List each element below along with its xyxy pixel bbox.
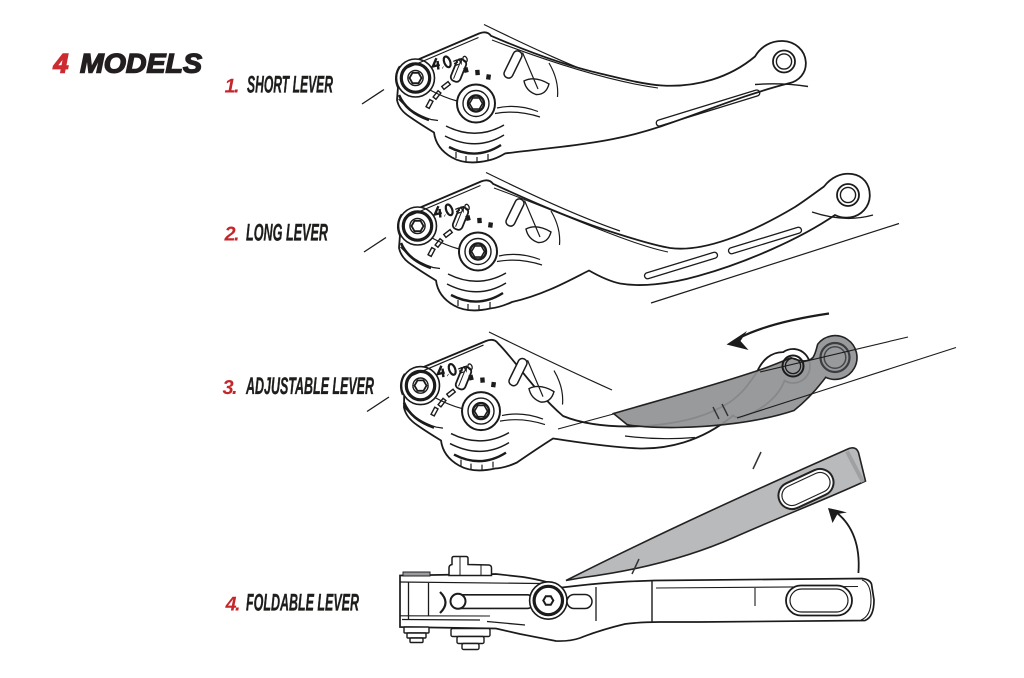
svg-text:2.: 2. — [224, 224, 240, 246]
svg-text:FOLDABLE LEVER: FOLDABLE LEVER — [246, 590, 359, 617]
svg-text:1.: 1. — [225, 76, 240, 98]
svg-text:MODELS: MODELS — [80, 49, 202, 79]
svg-text:4.: 4. — [225, 594, 241, 616]
svg-text:4: 4 — [53, 49, 69, 79]
svg-text:ADJUSTABLE LEVER: ADJUSTABLE LEVER — [245, 373, 374, 400]
svg-text:LONG LEVER: LONG LEVER — [246, 220, 328, 247]
svg-text:3.: 3. — [223, 377, 238, 399]
svg-text:SHORT LEVER: SHORT LEVER — [247, 72, 333, 99]
